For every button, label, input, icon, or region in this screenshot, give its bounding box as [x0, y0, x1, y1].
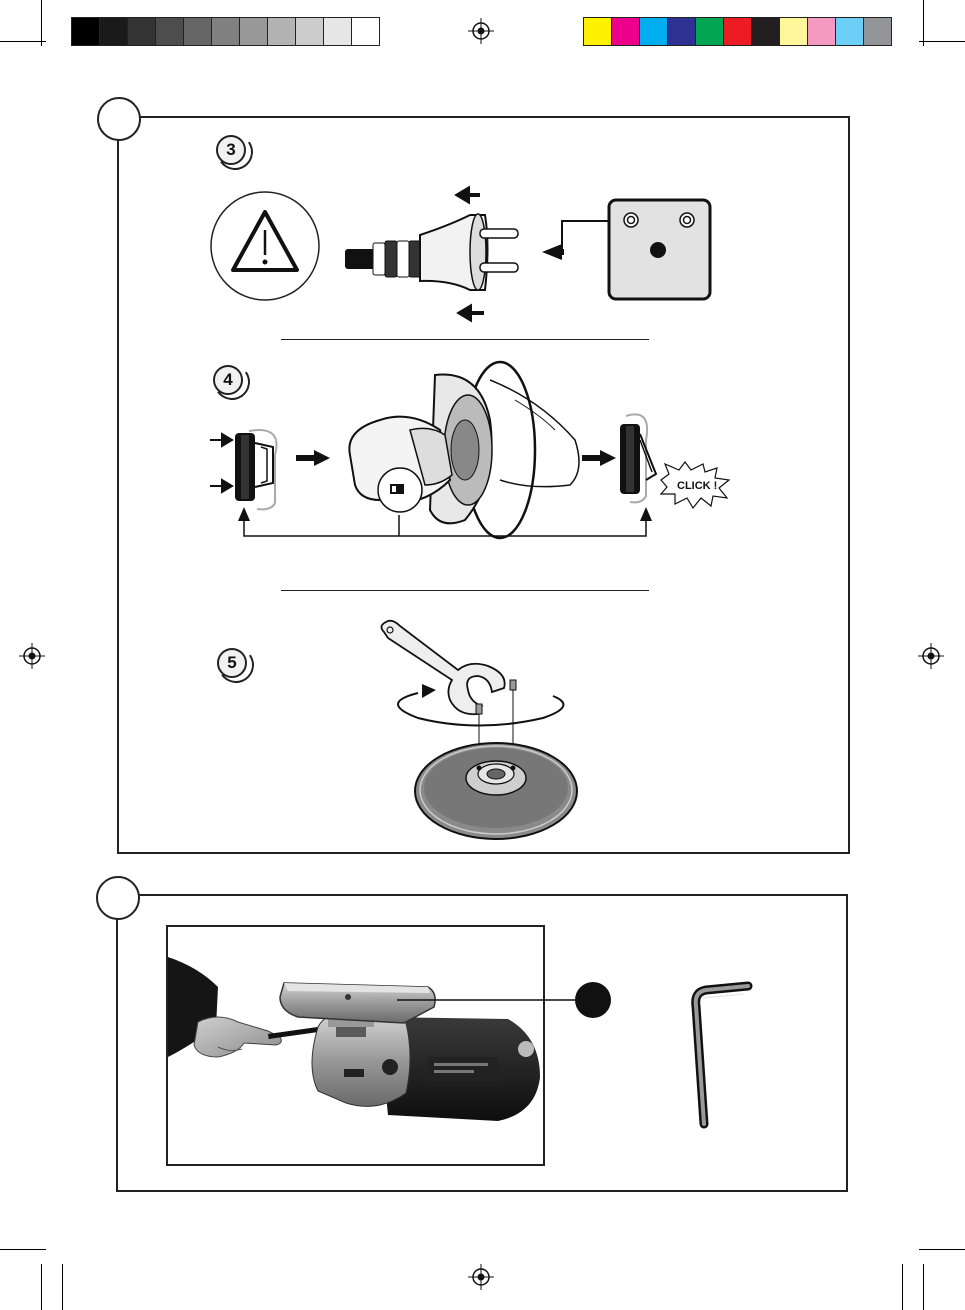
color-swatch	[863, 17, 892, 46]
crop-mark	[41, 1264, 42, 1310]
registration-mark-icon	[918, 643, 944, 669]
color-swatch	[779, 17, 808, 46]
click-burst: CLICK !	[655, 460, 733, 510]
color-swatch	[667, 17, 696, 46]
crop-mark	[919, 41, 965, 42]
gray-swatch	[239, 17, 268, 46]
hex-key-icon	[682, 978, 754, 1138]
grinder-photo	[168, 927, 543, 1164]
color-swatch	[723, 17, 752, 46]
crop-mark	[923, 1264, 924, 1310]
step-number: 4	[223, 370, 232, 390]
color-swatch	[611, 17, 640, 46]
gray-swatch	[211, 17, 240, 46]
registration-mark-icon	[468, 18, 494, 44]
panel-tab-circle	[96, 876, 140, 920]
crop-mark	[0, 41, 46, 42]
gray-swatch	[267, 17, 296, 46]
color-swatch	[639, 17, 668, 46]
plug-illustration	[340, 185, 530, 320]
registration-mark-icon	[19, 643, 45, 669]
process-color-bar	[583, 17, 893, 46]
step-badge-4: 4	[213, 365, 243, 395]
gray-swatch	[183, 17, 212, 46]
wall-socket-illustration	[607, 198, 713, 302]
step-number: 3	[226, 140, 235, 160]
color-swatch	[583, 17, 612, 46]
step-number: 5	[227, 653, 236, 673]
gray-swatch	[155, 17, 184, 46]
gray-color-bar	[71, 17, 381, 46]
crop-mark	[41, 0, 42, 46]
crop-mark	[62, 1264, 63, 1310]
arrow-right	[296, 450, 332, 466]
panel-tab-circle	[97, 97, 141, 141]
step-divider	[281, 339, 649, 340]
gray-swatch	[351, 17, 380, 46]
spanner-disc-illustration	[378, 618, 588, 843]
gray-swatch	[71, 17, 100, 46]
crop-mark	[923, 0, 924, 46]
switch-lock-illustration	[205, 425, 285, 515]
callout-line	[395, 980, 625, 1020]
click-label: CLICK !	[677, 480, 717, 492]
warning-triangle-icon	[209, 190, 321, 302]
color-swatch	[751, 17, 780, 46]
color-swatch	[695, 17, 724, 46]
crop-mark	[919, 1249, 965, 1250]
color-swatch	[807, 17, 836, 46]
gray-swatch	[99, 17, 128, 46]
crop-mark	[902, 1264, 903, 1310]
step-badge-3: 3	[216, 135, 246, 165]
bracket-connector	[236, 505, 656, 545]
gray-swatch	[295, 17, 324, 46]
color-swatch	[835, 17, 864, 46]
step-divider	[281, 590, 649, 591]
step-badge-5: 5	[217, 648, 247, 678]
gray-swatch	[323, 17, 352, 46]
registration-mark-icon	[468, 1264, 494, 1290]
gray-swatch	[127, 17, 156, 46]
crop-mark	[0, 1249, 46, 1250]
